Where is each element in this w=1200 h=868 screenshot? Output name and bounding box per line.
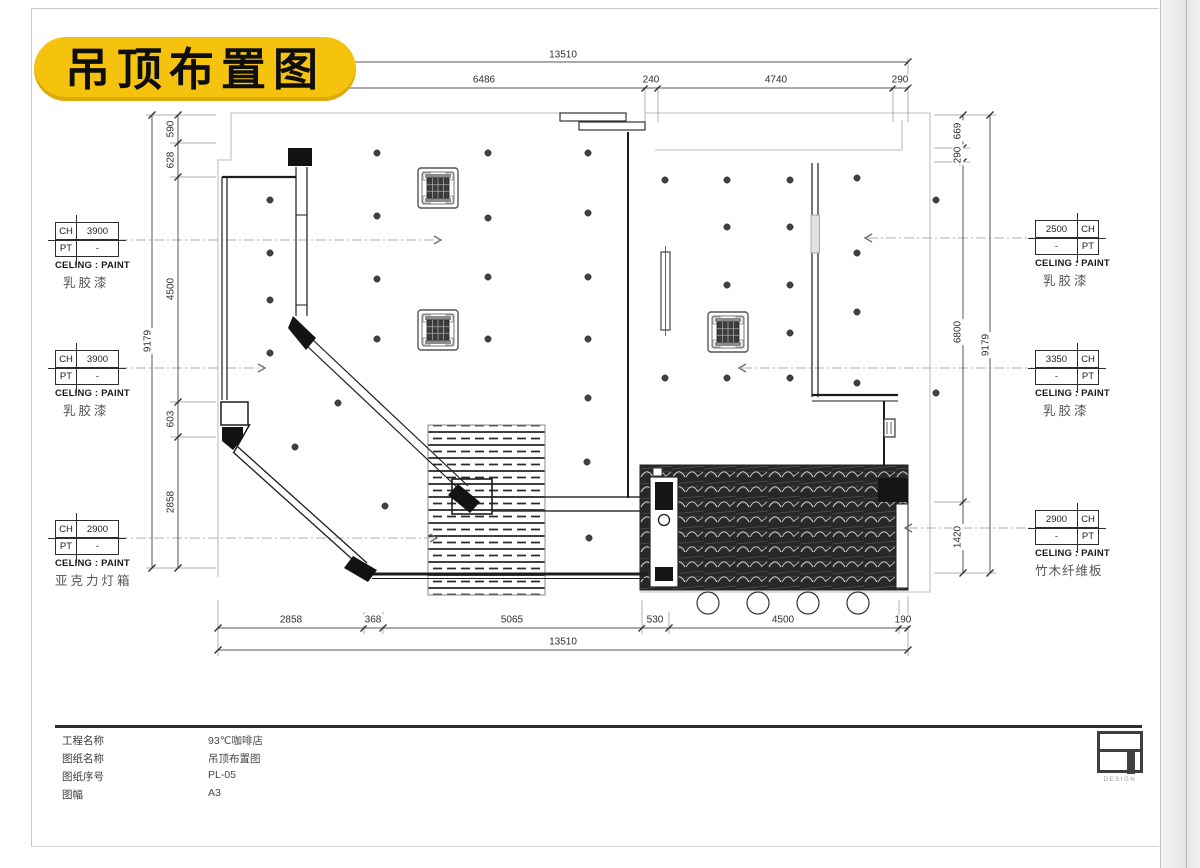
callout-material: 乳胶漆	[1043, 404, 1090, 418]
callout-crossline	[1028, 367, 1106, 369]
dim-bottom-seg-5: 4500	[769, 614, 797, 626]
field-value: A3	[208, 787, 221, 799]
title-block-row-project: 工程名称 93℃咖啡店	[0, 733, 700, 751]
title-block-row-drawing-name: 图纸名称 吊顶布置图	[0, 751, 700, 769]
logo-bar	[1127, 752, 1135, 774]
studio-logo	[1097, 731, 1143, 774]
dim-left-seg-4: 603	[165, 408, 177, 430]
page-edge-top	[31, 8, 1159, 9]
dim-bottom-overall: 13510	[547, 636, 579, 648]
dim-right-seg-1: 669	[952, 120, 964, 142]
field-label: 工程名称	[62, 735, 104, 747]
dim-right-seg-3: 6800	[952, 318, 964, 346]
callout-material: 亚克力灯箱	[55, 574, 133, 588]
dim-left-seg-1: 590	[165, 118, 177, 140]
callout-finish: CELING : PAINT	[1035, 258, 1110, 269]
dim-left-overall: 9179	[142, 327, 154, 355]
callout-finish: CELING : PAINT	[1035, 548, 1110, 559]
field-label: 图纸序号	[62, 771, 104, 783]
callout-material: 乳胶漆	[63, 276, 110, 290]
callout-crossline	[48, 367, 126, 369]
title-block-row-sheet-size: 图幅 A3	[0, 787, 700, 805]
dim-left-seg-2: 628	[165, 149, 177, 171]
field-value: 吊顶布置图	[208, 753, 261, 765]
dim-right-seg-4: 1420	[952, 523, 964, 551]
dim-top-seg-4: 290	[889, 74, 911, 86]
callout-crossline	[48, 537, 126, 539]
dim-right-seg-2: 290	[952, 144, 964, 166]
title-block-rule	[55, 725, 1142, 728]
callout-material: 竹木纤维板	[1035, 564, 1103, 578]
drawing-title: 吊顶布置图	[64, 43, 325, 95]
title-block-row-drawing-no: 图纸序号 PL-05	[0, 769, 700, 787]
dim-top-seg-1: 6486	[470, 74, 498, 86]
drawing-title-badge: 吊顶布置图	[34, 37, 356, 101]
field-label: 图幅	[62, 789, 83, 801]
field-label: 图纸名称	[62, 753, 104, 765]
callout-material: 乳胶漆	[1043, 274, 1090, 288]
studio-logo-text: DESIGN	[1103, 777, 1137, 783]
dim-bottom-seg-3: 5065	[498, 614, 526, 626]
page-edge-left	[31, 8, 32, 846]
callout-crossline	[1028, 527, 1106, 529]
dim-top-seg-3: 4740	[762, 74, 790, 86]
logo-top-cell	[1100, 734, 1140, 752]
callout-crossline	[48, 239, 126, 241]
callout-finish: CELING : PAINT	[55, 260, 130, 271]
callout-crossline	[1028, 237, 1106, 239]
callout-finish: CELING : PAINT	[55, 558, 130, 569]
callout-finish: CELING : PAINT	[1035, 388, 1110, 399]
dim-bottom-seg-1: 2858	[277, 614, 305, 626]
callout-finish: CELING : PAINT	[55, 388, 130, 399]
dim-top-overall: 13510	[547, 49, 579, 61]
callout-material: 乳胶漆	[63, 404, 110, 418]
dim-bottom-seg-4: 530	[644, 614, 666, 626]
page-stack-edge	[1160, 0, 1200, 868]
field-value: 93℃咖啡店	[208, 735, 263, 747]
dim-left-seg-5: 2858	[165, 488, 177, 516]
page-edge-bottom	[31, 846, 1159, 847]
logo-bottom-cell	[1100, 752, 1140, 774]
dim-right-overall: 9179	[980, 331, 992, 359]
dim-bottom-seg-2: 368	[362, 614, 384, 626]
field-value: PL-05	[208, 769, 237, 781]
dim-top-seg-2: 240	[640, 74, 662, 86]
dim-left-seg-3: 4500	[165, 275, 177, 303]
dim-bottom-seg-6: 190	[892, 614, 914, 626]
